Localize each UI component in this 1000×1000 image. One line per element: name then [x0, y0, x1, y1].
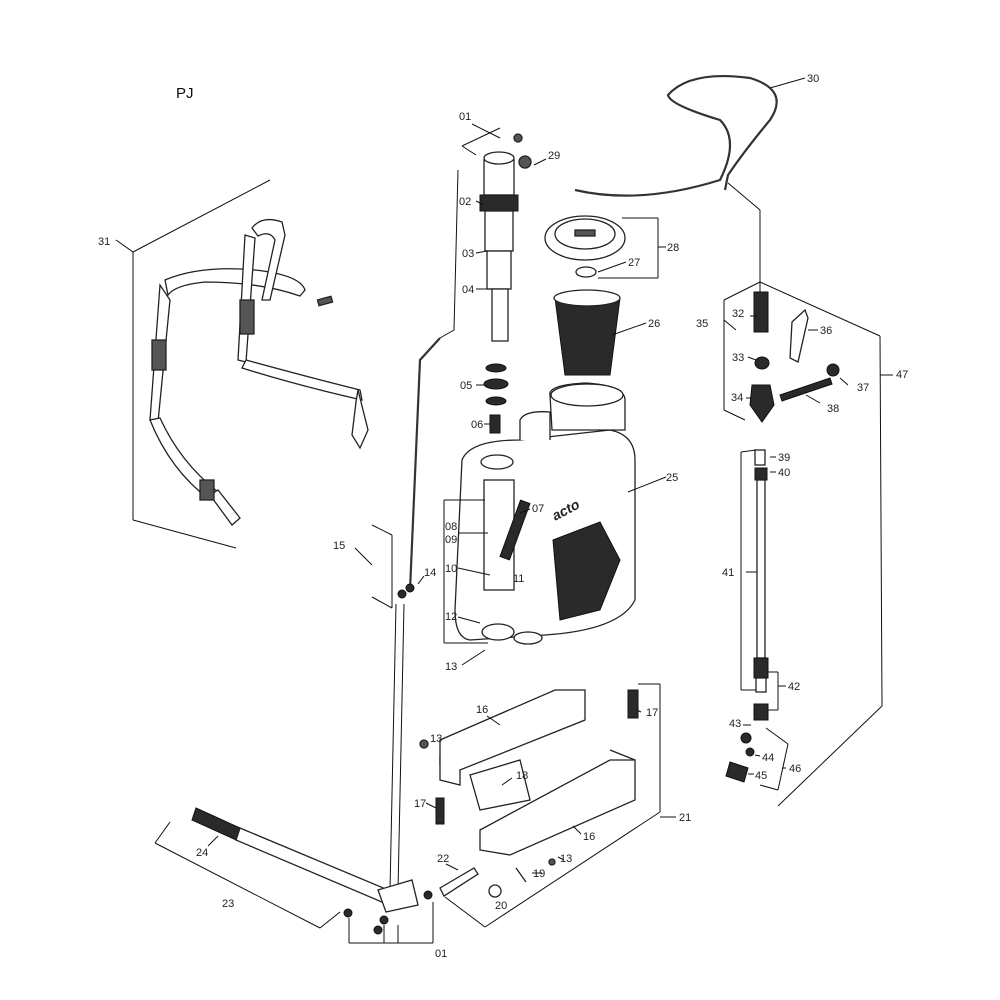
- pump-cylinder: [479, 133, 532, 342]
- callout-15: 15: [333, 540, 345, 552]
- callout-25: 25: [666, 472, 678, 484]
- callout-34: 34: [731, 392, 743, 404]
- harness-straps: [149, 218, 369, 526]
- callout-20: 20: [495, 900, 507, 912]
- diagram-title: PJ: [176, 85, 194, 102]
- callout-47: 47: [896, 369, 908, 381]
- callout-17: 17: [646, 707, 658, 719]
- callout-14: 14: [424, 567, 436, 579]
- valve-parts: [483, 363, 509, 434]
- callout-17-b: 17: [414, 798, 426, 810]
- callout-41: 41: [722, 567, 734, 579]
- callout-03: 03: [462, 248, 474, 260]
- callout-28: 28: [667, 242, 679, 254]
- callout-16: 16: [476, 704, 488, 716]
- callout-13-c: 13: [560, 853, 572, 865]
- callout-04: 04: [462, 284, 474, 296]
- callout-05: 05: [460, 380, 472, 392]
- callout-30: 30: [807, 73, 819, 85]
- callout-42: 42: [788, 681, 800, 693]
- callout-09: 09: [445, 534, 457, 546]
- callout-31: 31: [98, 236, 110, 248]
- callout-43: 43: [729, 718, 741, 730]
- callout-16-b: 16: [583, 831, 595, 843]
- callout-21: 21: [679, 812, 691, 824]
- spray-lance: [725, 449, 769, 783]
- tank-lid: [544, 215, 626, 278]
- callout-07: 07: [532, 503, 544, 515]
- callout-23: 23: [222, 898, 234, 910]
- pump-handle: [191, 807, 479, 935]
- hose: [574, 75, 778, 197]
- callout-22: 22: [437, 853, 449, 865]
- callout-01: 01: [459, 111, 471, 123]
- callout-44: 44: [762, 752, 774, 764]
- callout-06: 06: [471, 419, 483, 431]
- callout-29: 29: [548, 150, 560, 162]
- callout-46: 46: [789, 763, 801, 775]
- callout-37: 37: [857, 382, 869, 394]
- callout-18: 18: [516, 770, 528, 782]
- callout-02: 02: [459, 196, 471, 208]
- callout-27: 27: [628, 257, 640, 269]
- callout-01-bottom: 01: [435, 948, 447, 960]
- callout-38: 38: [827, 403, 839, 415]
- callout-13: 13: [445, 661, 457, 673]
- base-frame: [419, 689, 639, 898]
- callout-36: 36: [820, 325, 832, 337]
- callout-11: 11: [513, 573, 524, 585]
- callout-19: 19: [533, 868, 545, 880]
- nozzle-assembly: [749, 291, 840, 423]
- callout-32: 32: [732, 308, 744, 320]
- callout-26: 26: [648, 318, 660, 330]
- strainer-basket: [553, 289, 621, 376]
- pump-link-rod: [408, 337, 441, 591]
- tank-body: acto: [454, 382, 636, 645]
- callout-labels: 01 02 03 04 05 06 07 08 09 10 11 12 13 1…: [98, 73, 908, 960]
- callout-13-b: 13: [430, 733, 442, 745]
- callout-40: 40: [778, 467, 790, 479]
- callout-45: 45: [755, 770, 767, 782]
- callout-39: 39: [778, 452, 790, 464]
- callout-33: 33: [732, 352, 744, 364]
- callout-10: 10: [445, 563, 457, 575]
- callout-08: 08: [445, 521, 457, 533]
- callout-24: 24: [196, 847, 208, 859]
- callout-35: 35: [696, 318, 708, 330]
- callout-12: 12: [445, 611, 457, 623]
